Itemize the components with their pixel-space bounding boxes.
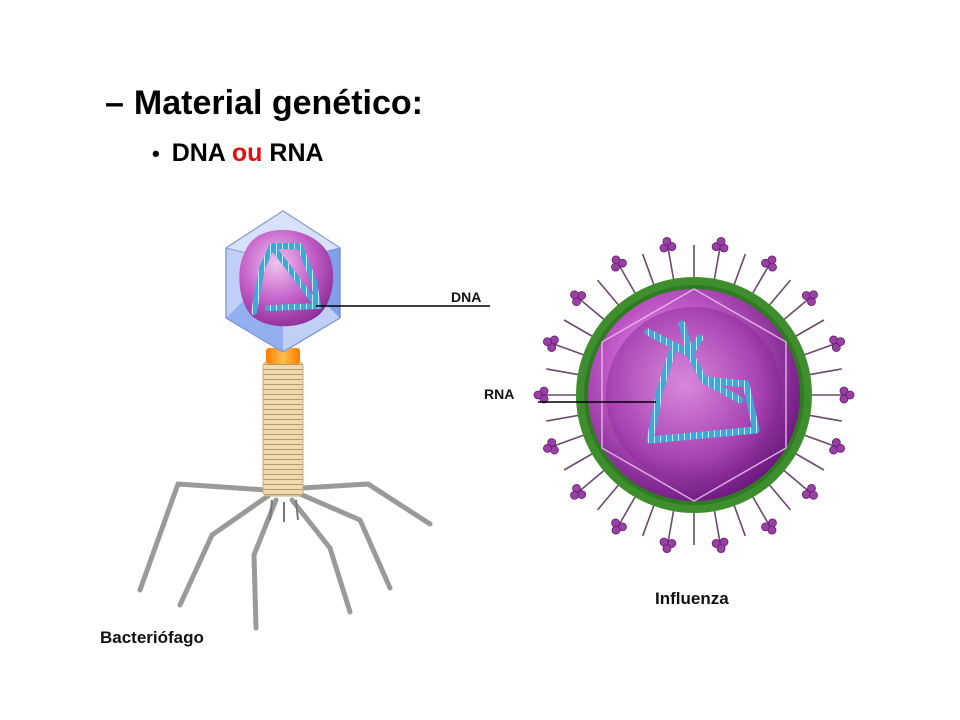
influenza-name-label: Influenza [655, 589, 729, 608]
spike-head [836, 337, 845, 347]
spike-stalk [780, 297, 810, 323]
spike-head [611, 525, 621, 535]
spike-stalk [750, 264, 770, 297]
influenza-rna-label: RNA [484, 386, 514, 402]
spike-head [801, 490, 811, 499]
bullet-text-dna: DNA [171, 139, 232, 167]
spike-head [809, 290, 818, 300]
spike-head [716, 544, 726, 554]
spike-head [577, 291, 587, 300]
spike-stalk [667, 507, 675, 543]
phage-collar [266, 348, 300, 364]
spike-head [662, 544, 672, 554]
spike-stalk [552, 342, 588, 357]
spike-head [611, 255, 621, 265]
influenza-capsid-outline [601, 288, 787, 502]
phage-tail-sheath [262, 361, 304, 497]
spike-stalk [766, 481, 792, 511]
bullet-marker: • [152, 141, 160, 166]
spike-stalk [800, 342, 836, 357]
spike-stalk [713, 247, 721, 283]
spike-head [716, 236, 726, 246]
spike-stalk [780, 467, 810, 493]
spike-stalk [546, 368, 582, 376]
spike-stalk [792, 319, 825, 339]
spike-head [836, 443, 845, 453]
influenza-surface-spikes [533, 236, 855, 554]
phage-base-spikes [269, 499, 299, 522]
spike-stalk [546, 414, 582, 422]
phage-dna-label: DNA [451, 289, 481, 305]
spike-head [570, 290, 579, 300]
spike-stalk [800, 433, 836, 448]
spike-stalk [732, 501, 747, 537]
phage-tail-fibers [137, 481, 433, 631]
slide-heading: –Material genético: [105, 84, 423, 123]
spike-head [611, 518, 620, 528]
heading-text: Material genético: [133, 84, 423, 122]
spike-stalk [596, 481, 622, 511]
spike-head [547, 438, 557, 447]
spike-head [547, 343, 557, 352]
bullet-text-rna: RNA [262, 139, 324, 167]
spike-head [767, 255, 777, 265]
spike-head [831, 343, 841, 352]
slide-bullet: • DNA ou RNA [152, 139, 324, 168]
spike-stalk [806, 414, 842, 422]
phage-name-label: Bacteriófago [100, 628, 204, 647]
bacteriophage [137, 210, 490, 631]
spike-head [809, 490, 818, 500]
spike-stalk [618, 493, 638, 526]
spike-stalk [806, 368, 842, 376]
spike-stalk [641, 501, 656, 537]
spike-stalk [618, 264, 638, 297]
spike-head [839, 394, 849, 404]
spike-stalk [732, 253, 747, 289]
spike-stalk [578, 467, 608, 493]
spike-head [831, 438, 841, 447]
spike-head [768, 262, 777, 272]
influenza-virus [533, 236, 855, 554]
spike-stalk [750, 493, 770, 526]
spike-stalk [578, 297, 608, 323]
spike-head [543, 443, 552, 453]
spike-stalk [596, 279, 622, 309]
phage-dna-core [239, 229, 334, 327]
spike-head [570, 490, 579, 500]
influenza-rna-strand [644, 320, 760, 444]
spike-head [767, 525, 777, 535]
spike-stalk [667, 247, 675, 283]
spike-stalk [713, 507, 721, 543]
spike-stalk [766, 279, 792, 309]
spike-head [533, 390, 543, 400]
spike-head [539, 386, 549, 396]
bullet-text-ou: ou [231, 139, 263, 167]
spike-head [662, 236, 672, 246]
spike-stalk [552, 433, 588, 448]
spike-stalk [792, 451, 825, 471]
spike-head [543, 337, 552, 347]
spike-stalk [641, 253, 656, 289]
spike-stalk [563, 451, 596, 471]
heading-dash: – [105, 84, 124, 122]
spike-head [845, 390, 855, 400]
spike-stalk [563, 319, 596, 339]
